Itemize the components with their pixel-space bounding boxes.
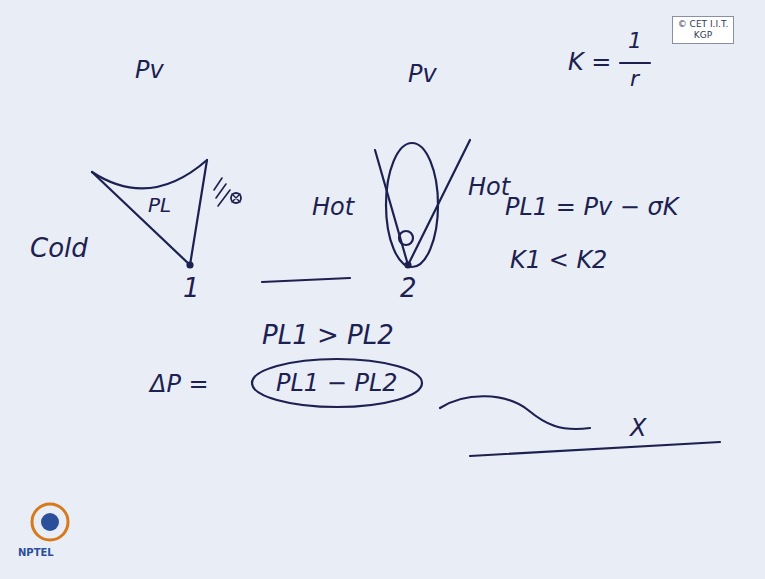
hatching — [214, 178, 230, 206]
expression: PL1 − PL2 — [276, 371, 398, 395]
pressure-label: PL — [148, 195, 171, 215]
nptel-logo — [32, 504, 68, 540]
hot-region-ellipse — [386, 143, 438, 267]
ink — [92, 63, 720, 456]
scribble — [440, 396, 590, 429]
copyright-badge: © CET I.I.T. KGP — [672, 16, 734, 44]
temperature-label: Hot — [312, 195, 354, 219]
baseline-line — [470, 442, 720, 456]
wedge-corner — [375, 140, 470, 265]
note-mark: X — [630, 416, 646, 440]
temperature-label: Cold — [30, 235, 88, 261]
fraction-numerator: 1 — [628, 30, 642, 52]
ellipse-outline — [252, 359, 422, 407]
temperature-label: Hot — [468, 175, 510, 199]
divider-line — [262, 278, 350, 282]
callout-number: 1 — [183, 275, 200, 301]
pressure-label: Pv — [135, 58, 164, 82]
equation: K = — [568, 50, 611, 74]
fraction-bar — [620, 62, 650, 64]
equation: PL1 = Pv − σK — [505, 195, 678, 219]
logo-ring — [32, 504, 68, 540]
inequality: K1 < K2 — [510, 248, 607, 272]
fraction-denominator: r — [630, 68, 639, 90]
wedge-corner — [92, 160, 207, 265]
meniscus — [92, 160, 207, 188]
equation: ΔP = — [150, 372, 209, 396]
logo-text: NPTEL — [18, 548, 54, 558]
circled-expression: PL1 − PL2 — [250, 357, 424, 409]
inequality: PL1 > PL2 — [262, 322, 394, 348]
logo-core — [41, 513, 59, 531]
hatch-mark — [231, 193, 241, 203]
callout-number: 2 — [400, 275, 417, 301]
apex-dot — [188, 263, 193, 268]
pressure-label: Pv — [408, 62, 437, 86]
meniscus-circle — [399, 231, 413, 245]
hatch-mark — [232, 194, 240, 202]
